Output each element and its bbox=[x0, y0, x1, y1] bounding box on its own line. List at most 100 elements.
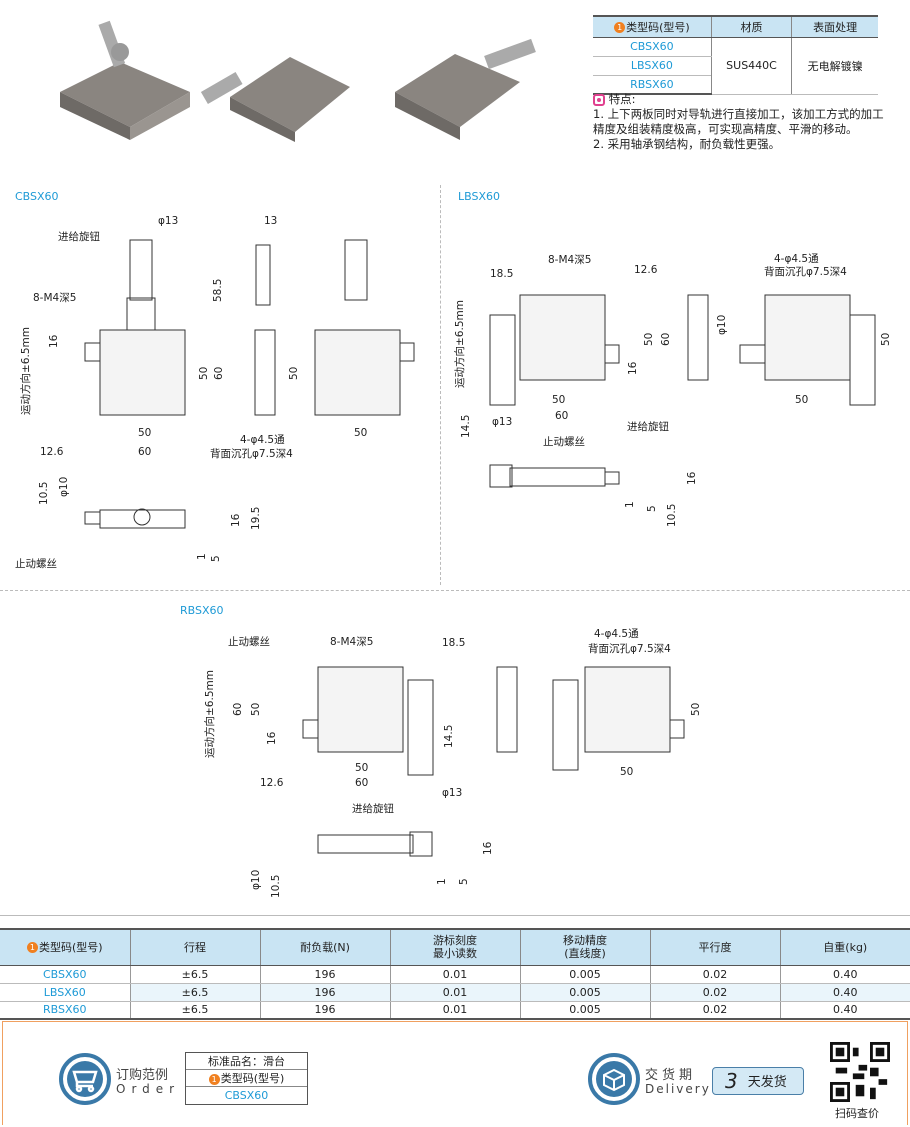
dim-label: 止动螺丝 bbox=[15, 558, 57, 570]
dim-label: 60 bbox=[660, 332, 672, 346]
delivery-box-icon bbox=[588, 1053, 640, 1105]
dim-label: 1 bbox=[196, 553, 208, 560]
section-title-cbsx60: CBSX60 bbox=[15, 190, 59, 203]
cbsx60-bottom-view bbox=[314, 239, 415, 416]
dim-label: 10.5 bbox=[38, 481, 50, 505]
features: 特点: 1. 上下两板同时对导轨进行直接加工，该加工方式的加工精度及组装精度极高… bbox=[593, 92, 884, 151]
dim-label: 14.5 bbox=[460, 414, 472, 438]
badge-icon: 1 bbox=[614, 22, 626, 34]
dim-label: 背面沉孔φ7.5深4 bbox=[210, 448, 293, 460]
dim-label: φ10 bbox=[250, 869, 262, 890]
material: SUS440C bbox=[710, 37, 792, 95]
dim-label: 50 bbox=[288, 366, 300, 380]
lbsx60-bottom-view bbox=[739, 294, 876, 406]
dim-label: 背面沉孔φ7.5深4 bbox=[764, 266, 847, 278]
dim-label: 进给旋钮 bbox=[352, 803, 394, 815]
dim-label: φ10 bbox=[58, 476, 70, 497]
divider bbox=[440, 185, 441, 585]
dim-label: 4-φ4.5通 bbox=[594, 628, 639, 640]
dim-label: 50 bbox=[880, 332, 892, 346]
surface: 无电解镀镍 bbox=[791, 37, 878, 95]
cbsx60-side-view bbox=[254, 244, 276, 416]
dim-label: 16 bbox=[627, 361, 639, 375]
lbsx60-top-view bbox=[489, 294, 620, 406]
divider bbox=[0, 915, 910, 916]
dim-label: 50 bbox=[138, 427, 152, 439]
dim-label: 进给旋钮 bbox=[58, 231, 100, 243]
dim-label: 10.5 bbox=[666, 503, 678, 527]
cart-icon bbox=[59, 1053, 111, 1105]
rbsx60-top-view bbox=[302, 666, 434, 776]
dim-label: 16 bbox=[686, 471, 698, 485]
dim-label: 14.5 bbox=[443, 724, 455, 748]
dim-label: 16 bbox=[482, 841, 494, 855]
dim-label: 60 bbox=[213, 366, 225, 380]
feature-bullet-icon bbox=[593, 93, 605, 106]
cbsx60-front-view bbox=[84, 508, 186, 529]
dim-label: 5 bbox=[210, 555, 222, 562]
dim-label: 5 bbox=[646, 505, 658, 512]
badge-icon: 1 bbox=[26, 942, 38, 954]
dim-label: 10.5 bbox=[270, 874, 282, 898]
lbsx60-side-view bbox=[687, 294, 709, 381]
product-photo-lbsx60 bbox=[200, 57, 350, 142]
dim-label: 止动螺丝 bbox=[228, 636, 270, 648]
dim-label: 8-M4深5 bbox=[33, 292, 77, 304]
section-title-rbsx60: RBSX60 bbox=[180, 604, 224, 617]
dim-label: 8-M4深5 bbox=[330, 636, 374, 648]
dim-label: φ13 bbox=[442, 787, 463, 799]
dim-label: 50 bbox=[355, 762, 369, 774]
product-photo-rbsx60 bbox=[395, 38, 536, 140]
dim-label: 进给旋钮 bbox=[627, 421, 669, 433]
dim-label: 12.6 bbox=[40, 446, 64, 458]
dim-label: 13 bbox=[264, 215, 278, 227]
dim-label: 60 bbox=[138, 446, 152, 458]
dim-label: 12.6 bbox=[260, 777, 284, 789]
section-title-lbsx60: LBSX60 bbox=[458, 190, 500, 203]
dim-label: 18.5 bbox=[490, 268, 514, 280]
rbsx60-bottom-view bbox=[552, 666, 685, 771]
qr-code-icon[interactable] bbox=[830, 1042, 890, 1102]
dim-label: 50 bbox=[643, 332, 655, 346]
dim-label: 止动螺丝 bbox=[543, 436, 585, 448]
dim-label: 19.5 bbox=[250, 506, 262, 530]
dim-label: 背面沉孔φ7.5深4 bbox=[588, 643, 671, 655]
dim-label: 5 bbox=[458, 878, 470, 885]
model-rbsx60[interactable]: RBSX60 bbox=[593, 75, 712, 95]
cbsx60-top-view bbox=[84, 239, 186, 416]
badge-icon: 1 bbox=[208, 1073, 220, 1085]
dim-label: φ10 bbox=[716, 314, 728, 335]
rbsx60-front-view bbox=[317, 831, 433, 857]
dim-label: 16 bbox=[230, 513, 242, 527]
dim-label: 50 bbox=[354, 427, 368, 439]
dim-label: 4-φ4.5通 bbox=[774, 253, 819, 265]
lbsx60-front-view bbox=[489, 464, 620, 488]
dim-label: 8-M4深5 bbox=[548, 254, 592, 266]
dim-label: 60 bbox=[355, 777, 369, 789]
product-photo-cbsx60 bbox=[60, 20, 190, 140]
dim-label: 16 bbox=[48, 334, 60, 348]
dim-label: 60 bbox=[232, 702, 244, 716]
dim-label: 50 bbox=[198, 366, 210, 380]
dim-label: 1 bbox=[436, 878, 448, 885]
model-cbsx60[interactable]: CBSX60 bbox=[593, 37, 712, 57]
dim-label: 58.5 bbox=[212, 278, 224, 302]
dim-label: 50 bbox=[552, 394, 566, 406]
divider bbox=[0, 590, 910, 591]
dim-label: 16 bbox=[266, 731, 278, 745]
dim-label: 4-φ4.5通 bbox=[240, 434, 285, 446]
dim-label: 50 bbox=[690, 702, 702, 716]
dim-label: 运动方向±6.5mm bbox=[204, 670, 216, 758]
dim-label: 50 bbox=[250, 702, 262, 716]
dim-label: 50 bbox=[795, 394, 809, 406]
dim-label: 运动方向±6.5mm bbox=[20, 327, 32, 415]
model-lbsx60[interactable]: LBSX60 bbox=[593, 56, 712, 76]
dim-label: 12.6 bbox=[634, 264, 658, 276]
